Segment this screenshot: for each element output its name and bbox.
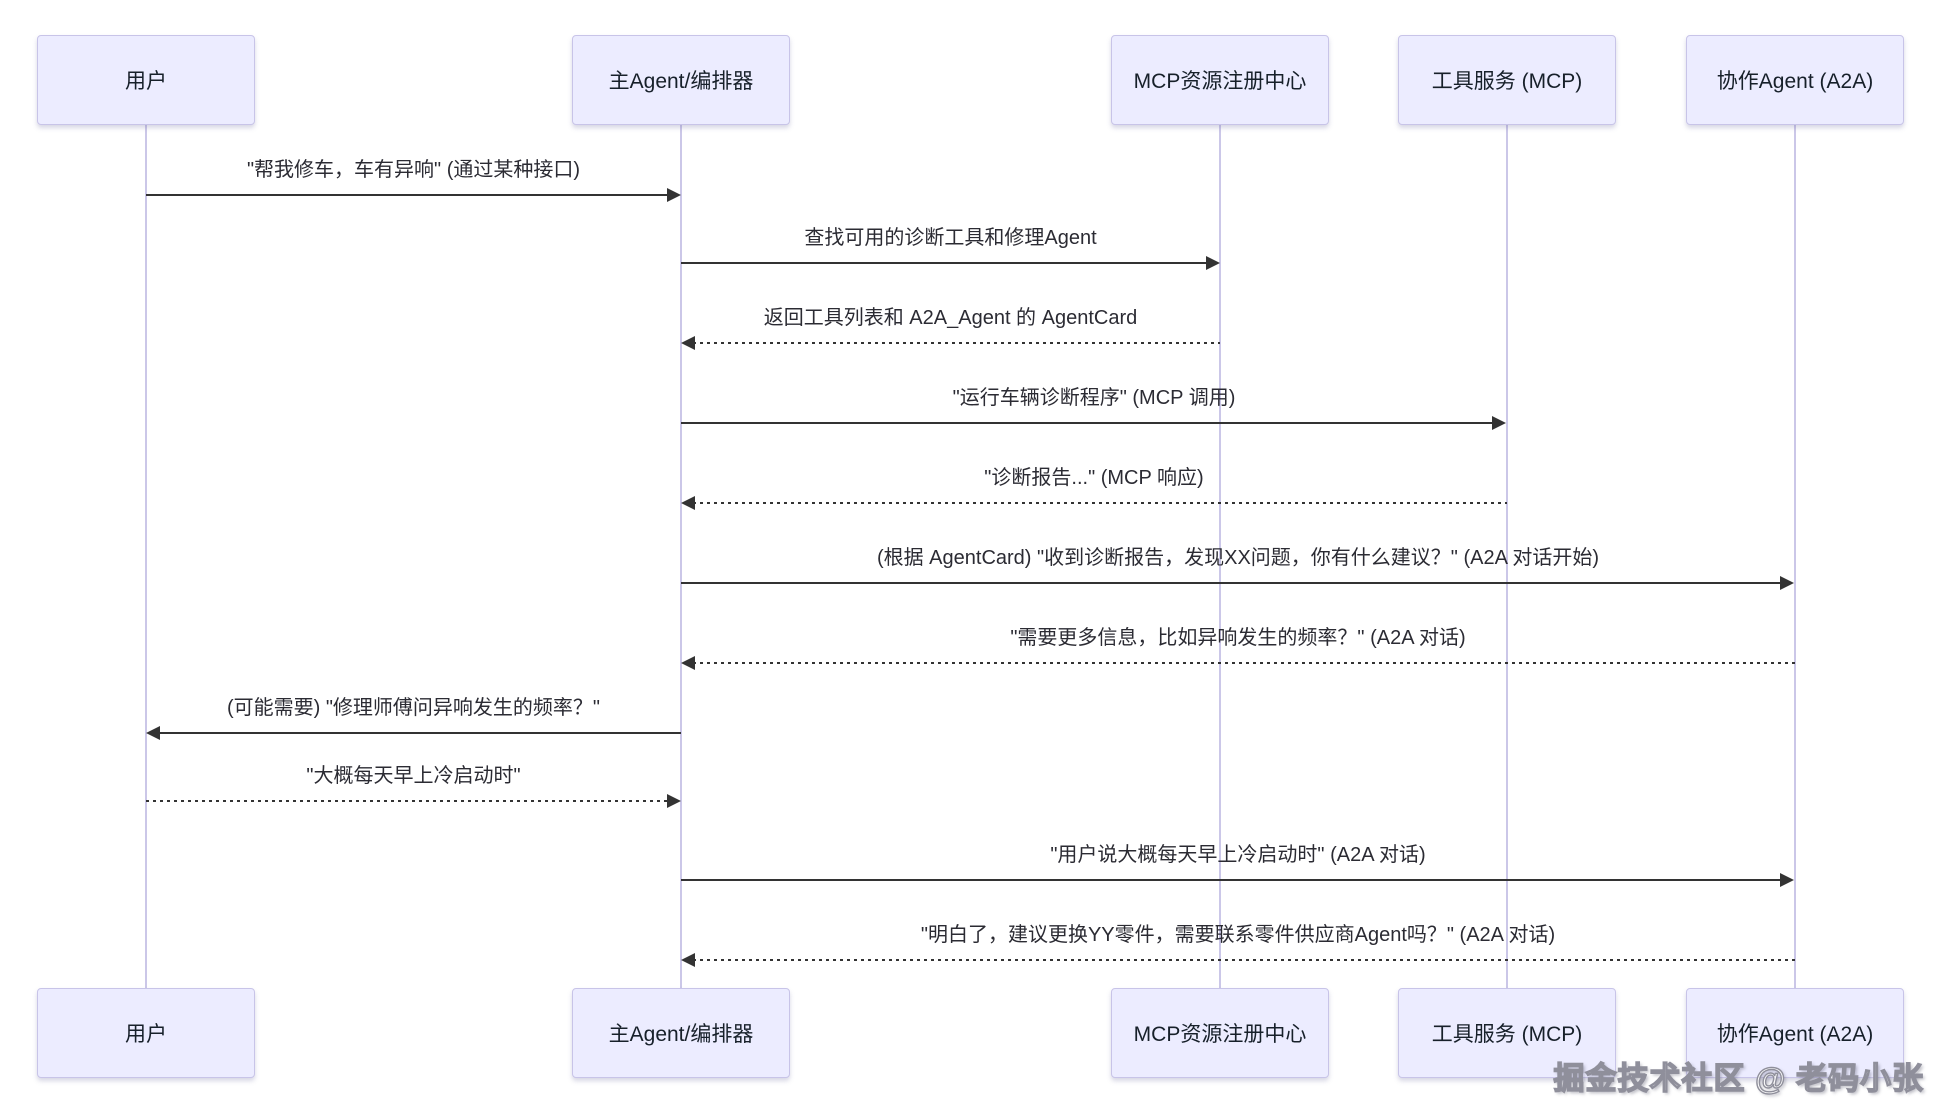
message-line [681,422,1495,424]
arrowhead-left-icon [681,336,695,350]
actor-bottom-user: 用户 [37,988,255,1078]
lifeline-user [145,125,147,988]
actor-top-user: 用户 [37,35,255,125]
actor-top-main-agent: 主Agent/编排器 [572,35,790,125]
message-label: "用户说大概每天早上冷启动时" (A2A 对话) [1050,844,1426,866]
message-line [681,879,1783,881]
message-label: 返回工具列表和 A2A_Agent 的 AgentCard [763,307,1138,329]
actor-label: MCP资源注册中心 [1133,70,1307,93]
actor-label: 协作Agent (A2A) [1716,70,1874,93]
message-label: "大概每天早上冷启动时" [306,765,521,787]
message-label: (根据 AgentCard) "收到诊断报告，发现XX问题，你有什么建议？" (… [876,547,1600,569]
arrowhead-left-icon [146,726,160,740]
arrowhead-right-icon [1780,873,1794,887]
actor-bottom-tool-service: 工具服务 (MCP) [1398,988,1616,1078]
arrowhead-right-icon [667,188,681,202]
lifeline-tool-service [1506,125,1508,988]
arrowhead-right-icon [1780,576,1794,590]
lifeline-collab-agent [1794,125,1796,988]
actor-label: 主Agent/编排器 [608,1023,754,1046]
actor-bottom-main-agent: 主Agent/编排器 [572,988,790,1078]
message-line [693,342,1220,344]
message-label: (可能需要) "修理师傅问异响发生的频率？" [226,697,601,719]
actor-label: 工具服务 (MCP) [1431,1023,1583,1046]
message-label: "需要更多信息，比如异响发生的频率？" (A2A 对话) [1010,627,1466,649]
actor-top-mcp-registry: MCP资源注册中心 [1111,35,1329,125]
arrowhead-left-icon [681,656,695,670]
lifeline-mcp-registry [1219,125,1221,988]
actor-bottom-mcp-registry: MCP资源注册中心 [1111,988,1329,1078]
actor-label: 主Agent/编排器 [608,70,754,93]
message-label: "明白了，建议更换YY零件，需要联系零件供应商Agent吗？" (A2A 对话) [920,924,1556,946]
message-label: 查找可用的诊断工具和修理Agent [804,227,1097,249]
actor-top-collab-agent: 协作Agent (A2A) [1686,35,1904,125]
message-line [693,502,1507,504]
arrowhead-left-icon [681,953,695,967]
message-line [681,582,1783,584]
actor-bottom-collab-agent: 协作Agent (A2A) [1686,988,1904,1078]
message-line [146,194,669,196]
arrowhead-right-icon [1492,416,1506,430]
watermark: 掘金技术社区 @ 老码小张 [1553,1060,1924,1096]
actor-label: MCP资源注册中心 [1133,1023,1307,1046]
message-label: "运行车辆诊断程序" (MCP 调用) [952,387,1236,409]
lifeline-main-agent [680,125,682,988]
message-line [158,732,681,734]
arrowhead-right-icon [1206,256,1220,270]
message-label: "诊断报告..." (MCP 响应) [984,467,1204,489]
message-label: "帮我修车，车有异响" (通过某种接口) [246,159,581,181]
actor-label: 用户 [125,70,167,93]
arrowhead-left-icon [681,496,695,510]
actor-label: 工具服务 (MCP) [1431,70,1583,93]
actor-label: 用户 [125,1023,167,1046]
message-line [681,262,1208,264]
actor-top-tool-service: 工具服务 (MCP) [1398,35,1616,125]
message-line [146,800,669,802]
message-line [693,662,1795,664]
actor-label: 协作Agent (A2A) [1716,1023,1874,1046]
message-line [693,959,1795,961]
arrowhead-right-icon [667,794,681,808]
